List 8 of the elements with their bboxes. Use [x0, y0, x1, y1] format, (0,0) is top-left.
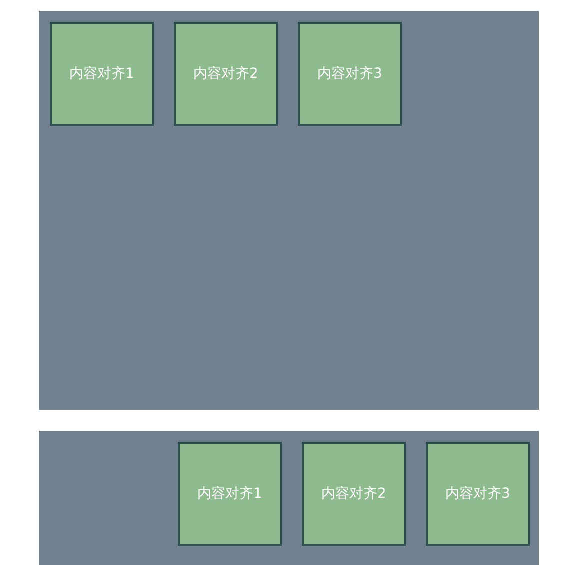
- content-box: 内容对齐3: [298, 22, 402, 126]
- content-box: 内容对齐3: [426, 442, 530, 546]
- content-box: 内容对齐2: [302, 442, 406, 546]
- content-box: 内容对齐2: [174, 22, 278, 126]
- content-box: 内容对齐1: [50, 22, 154, 126]
- content-box: 内容对齐1: [178, 442, 282, 546]
- container-panel: [39, 11, 539, 410]
- container-panel: [39, 431, 539, 565]
